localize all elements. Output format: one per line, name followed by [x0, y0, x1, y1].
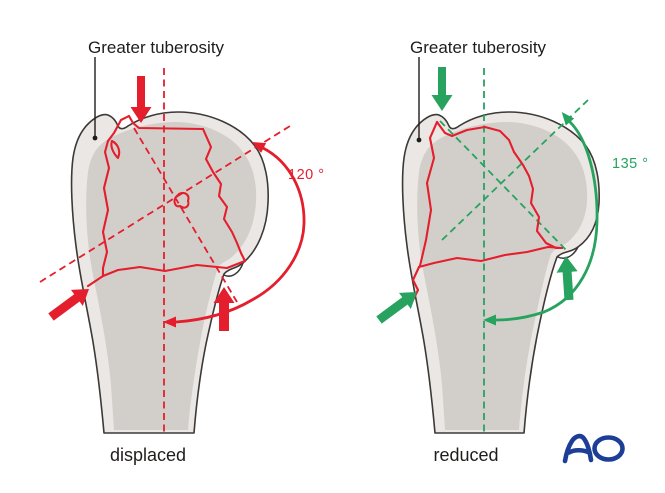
arc-arrowhead-top — [252, 142, 267, 153]
greater-tuberosity-label: Greater tuberosity — [410, 38, 547, 57]
label-leader-dot — [92, 135, 98, 141]
medial-notch — [557, 246, 579, 259]
fracture-line — [417, 120, 439, 269]
head-axis-dashed — [39, 125, 291, 283]
force-arrow-down — [431, 67, 453, 111]
ao-logo-letter-o — [592, 435, 625, 462]
head-perpendicular-dashed — [439, 120, 569, 253]
fracture-line — [201, 127, 247, 263]
ao-logo-letter-a-bar — [566, 447, 592, 455]
angle-arc — [494, 120, 599, 322]
force-arrow-lateral — [376, 292, 417, 324]
angle-value: 120 ° — [288, 167, 325, 183]
arc-arrowhead-top — [561, 112, 575, 126]
label-leader-dot — [416, 137, 422, 143]
force-arrow-down — [130, 76, 152, 123]
panel-displaced: Greater tuberosity 120 ° displaced — [39, 38, 325, 465]
fracture-center-loop — [173, 191, 190, 209]
force-arrow-medial — [213, 287, 235, 331]
greater-tuberosity-label: Greater tuberosity — [88, 38, 225, 57]
arc-arrowhead-bottom — [483, 314, 496, 326]
fracture-line — [106, 114, 205, 143]
fracture-line — [86, 259, 247, 288]
medial-notch — [223, 262, 244, 277]
humerus-cancellous — [417, 121, 588, 430]
ao-logo — [562, 433, 625, 464]
panel-caption: displaced — [110, 445, 186, 465]
fracture-fragment-eyelet — [110, 139, 121, 160]
force-arrow-lateral — [48, 289, 89, 321]
force-arrow-medial — [556, 256, 578, 301]
fracture-line — [417, 245, 564, 269]
panel-caption: reduced — [433, 445, 498, 465]
fracture-line — [101, 139, 111, 278]
panel-reduced: Greater tuberosity 135 ° reduced — [376, 38, 648, 465]
humerus-cancellous — [86, 121, 257, 430]
fracture-line — [512, 150, 564, 250]
angle-value: 135 ° — [612, 156, 649, 172]
arc-arrowhead-bottom — [163, 316, 176, 328]
fracture-line — [435, 120, 516, 154]
